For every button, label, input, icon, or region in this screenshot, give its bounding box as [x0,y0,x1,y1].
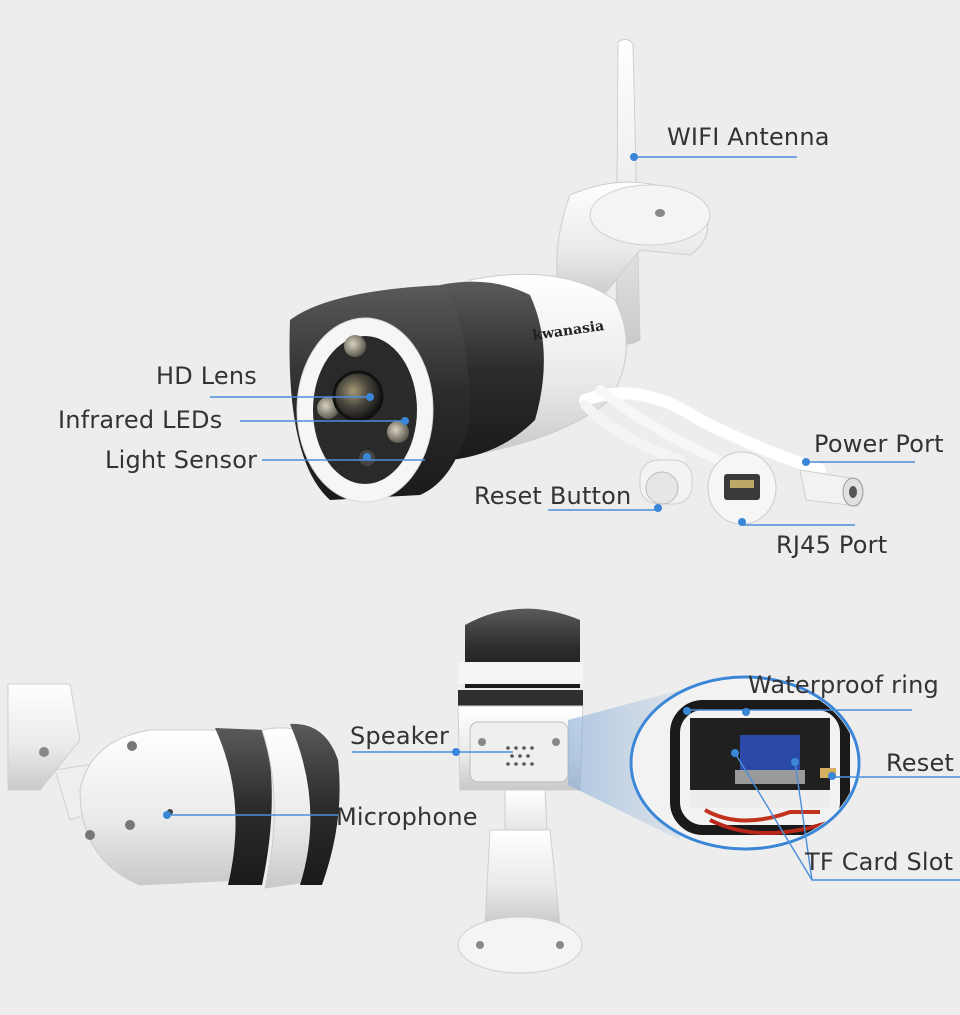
rear-camera [457,608,584,974]
label-power-port: Power Port [814,430,944,458]
tf-card-slot [735,770,805,784]
hd-lens [332,370,384,422]
top-camera: kwanasia [289,38,864,525]
label-light-sensor: Light Sensor [105,446,258,474]
label-speaker: Speaker [350,722,450,750]
label-rj45-port: RJ45 Port [776,531,888,559]
label-reset-button: Reset Button [474,482,632,510]
label-tf-card-slot: TF Card Slot [805,848,954,876]
reset-button-plug [639,459,693,505]
waterproof-ring [670,700,850,835]
label-infrared-leds: Infrared LEDs [58,406,223,434]
side-camera [7,683,340,889]
label-reset: Reset [886,749,955,777]
zoom-detail [629,675,861,851]
speaker-grille [506,746,534,766]
label-wifi-antenna: WIFI Antenna [667,123,830,151]
power-connector [799,469,864,507]
label-hd-lens: HD Lens [156,362,257,390]
rj45-connector [707,451,777,525]
label-microphone: Microphone [336,803,478,831]
label-waterproof-ring: Waterproof ring [748,671,939,699]
mount-base [457,916,583,974]
callout-lines [163,153,960,881]
